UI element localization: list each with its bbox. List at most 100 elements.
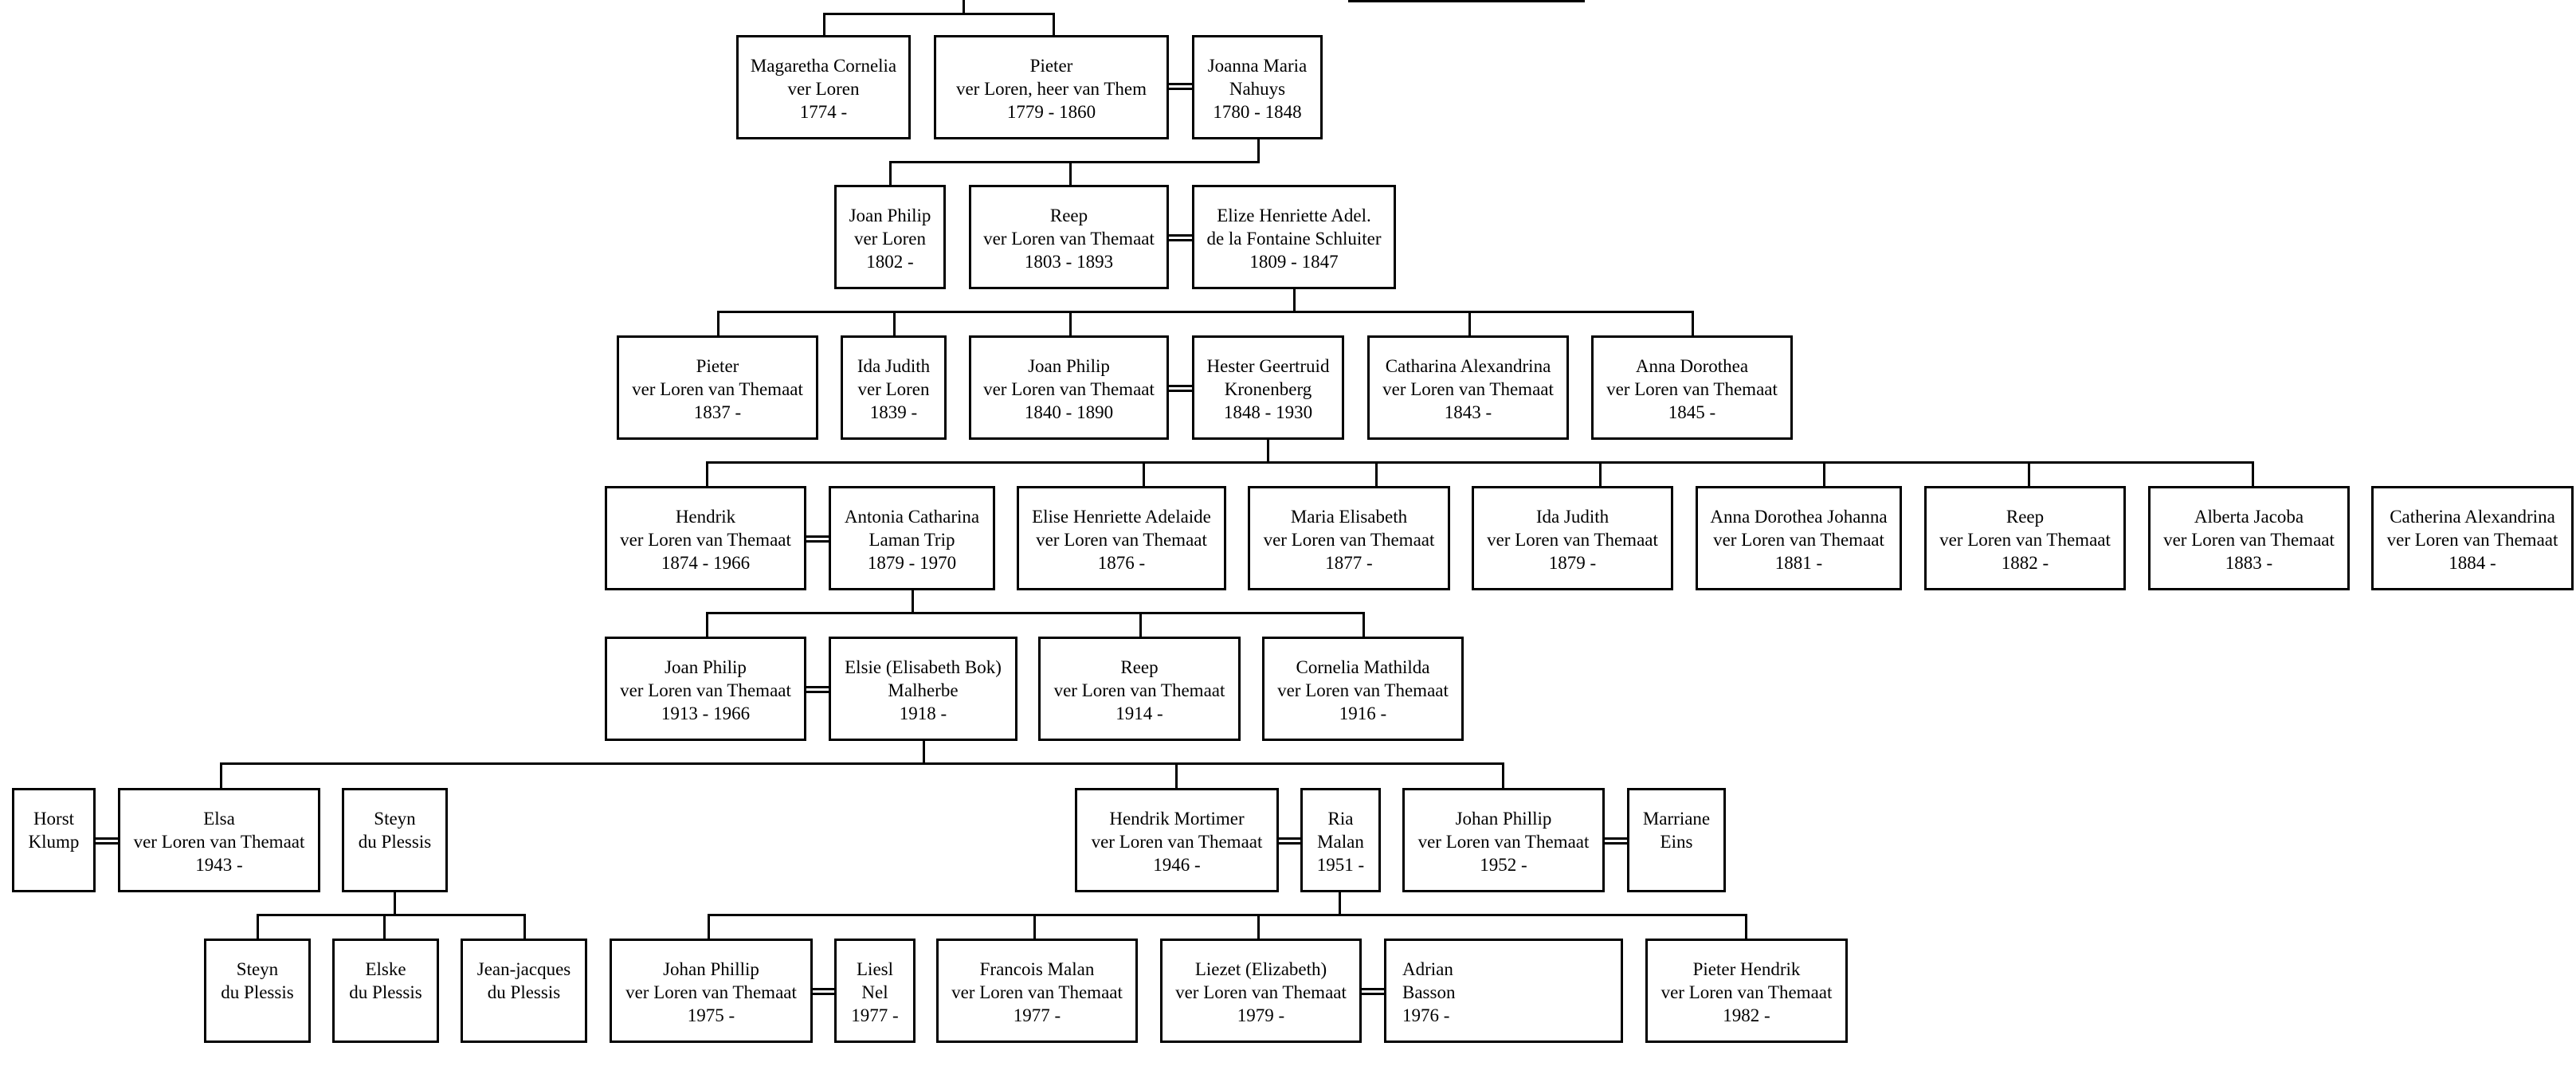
person-box[interactable]: Reep ver Loren van Themaat 1882 - xyxy=(1924,486,2126,590)
person-name: Francois Malan xyxy=(979,959,1095,979)
person-name: Steyn xyxy=(236,959,279,979)
person-surname: ver Loren, heer van Them xyxy=(955,79,1147,99)
person-box[interactable]: Pieter ver Loren van Themaat 1837 - xyxy=(617,335,818,440)
person-surname: ver Loren xyxy=(853,229,927,249)
person-name: Catharina Alexandrina xyxy=(1385,356,1551,376)
person-name: Catherina Alexandrina xyxy=(2390,507,2555,527)
person-box[interactable]: Hendrik Mortimer ver Loren van Themaat 1… xyxy=(1075,788,1279,892)
person-box[interactable]: Catharina Alexandrina ver Loren van Them… xyxy=(1367,335,1569,440)
person-box[interactable]: Anna Dorothea ver Loren van Themaat 1845… xyxy=(1591,335,1793,440)
person-box[interactable]: Francois Malan ver Loren van Themaat 197… xyxy=(936,939,1138,1043)
person-box[interactable]: Cornelia Mathilda ver Loren van Themaat … xyxy=(1262,637,1464,741)
person-name: Hendrik xyxy=(675,507,736,527)
person-box[interactable]: Maria Elisabeth ver Loren van Themaat 18… xyxy=(1248,486,1450,590)
person-name: Marriane xyxy=(1642,809,1711,829)
person-name: Ida Judith xyxy=(857,356,931,376)
person-dates: 1979 - xyxy=(1237,1005,1285,1025)
person-box[interactable]: Joanna Maria Nahuys 1780 - 1848 xyxy=(1192,35,1323,139)
person-box[interactable]: Elize Henriette Adel. de la Fontaine Sch… xyxy=(1192,185,1396,289)
person-dates: 1881 - xyxy=(1774,553,1823,573)
person-surname: ver Loren van Themaat xyxy=(620,530,791,550)
person-name: Ida Judith xyxy=(1535,507,1610,527)
person-dates: 1975 - xyxy=(687,1005,735,1025)
person-dates: 1914 - xyxy=(1115,703,1163,723)
connector-line xyxy=(889,161,1260,163)
marriage-connector xyxy=(92,837,120,845)
person-name: Cornelia Mathilda xyxy=(1296,657,1430,677)
connector-line xyxy=(1348,0,1585,2)
person-box[interactable]: Antonia Catharina Laman Trip 1879 - 1970 xyxy=(829,486,995,590)
person-surname: Malherbe xyxy=(888,680,959,700)
connector-line xyxy=(1692,311,1694,337)
person-surname: ver Loren van Themaat xyxy=(620,680,791,700)
person-surname: Eins xyxy=(1660,832,1693,852)
person-box[interactable]: Catherina Alexandrina ver Loren van Them… xyxy=(2371,486,2574,590)
person-surname: ver Loren van Themaat xyxy=(133,832,305,852)
person-dates: 1809 - 1847 xyxy=(1249,252,1339,272)
person-name: Pieter xyxy=(696,356,739,376)
person-box[interactable]: Anna Dorothea Johanna ver Loren van Them… xyxy=(1696,486,1902,590)
person-surname: ver Loren van Themaat xyxy=(1382,379,1554,399)
person-surname: ver Loren van Themaat xyxy=(1053,680,1225,700)
person-box[interactable]: Ria Malan 1951 - xyxy=(1300,788,1381,892)
person-box[interactable]: Elsie (Elisabeth Bok) Malherbe 1918 - xyxy=(829,637,1017,741)
person-dates: 1879 - xyxy=(1548,553,1597,573)
person-dates: 1843 - xyxy=(1444,402,1492,422)
person-box[interactable]: Alberta Jacoba ver Loren van Themaat 188… xyxy=(2148,486,2350,590)
person-box[interactable]: Magaretha Cornelia ver Loren 1774 - xyxy=(736,35,911,139)
person-dates: 1976 - xyxy=(1402,1005,1450,1025)
person-box[interactable]: Pieter Hendrik ver Loren van Themaat 198… xyxy=(1645,939,1848,1043)
person-dates: 1840 - 1890 xyxy=(1024,402,1114,422)
person-name: Elsa xyxy=(203,809,235,829)
person-box[interactable]: Joan Philip ver Loren van Themaat 1913 -… xyxy=(605,637,806,741)
person-box[interactable]: Johan Phillip ver Loren van Themaat 1975… xyxy=(610,939,813,1043)
person-box[interactable]: Steyn du Plessis xyxy=(342,788,448,892)
person-box[interactable]: Hester Geertruid Kronenberg 1848 - 1930 xyxy=(1192,335,1344,440)
person-box[interactable]: Elske du Plessis xyxy=(332,939,439,1043)
connector-line xyxy=(1033,914,1036,939)
person-surname: ver Loren van Themaat xyxy=(632,379,803,399)
person-box[interactable]: Ida Judith ver Loren 1839 - xyxy=(841,335,947,440)
person-box[interactable]: Jean-jacques du Plessis xyxy=(461,939,587,1043)
person-box[interactable]: Elsa ver Loren van Themaat 1943 - xyxy=(118,788,320,892)
person-dates: 1780 - 1848 xyxy=(1213,102,1302,122)
person-name: Liesl xyxy=(857,959,893,979)
person-name: Hendrik Mortimer xyxy=(1109,809,1245,829)
person-box[interactable]: Reep ver Loren van Themaat 1803 - 1893 xyxy=(969,185,1169,289)
connector-line xyxy=(706,612,708,638)
person-box[interactable]: Liesl Nel 1977 - xyxy=(834,939,916,1043)
person-surname: ver Loren van Themaat xyxy=(1175,982,1347,1002)
person-dates: 1882 - xyxy=(2001,553,2049,573)
person-box[interactable]: Steyn du Plessis xyxy=(204,939,311,1043)
person-box[interactable]: Joan Philip ver Loren van Themaat 1840 -… xyxy=(969,335,1169,440)
person-box[interactable]: Hendrik ver Loren van Themaat 1874 - 196… xyxy=(605,486,806,590)
person-box[interactable]: Adrian Basson 1976 - xyxy=(1384,939,1623,1043)
person-box[interactable]: Reep ver Loren van Themaat 1914 - xyxy=(1038,637,1241,741)
person-dates: 1951 - xyxy=(1316,855,1365,875)
person-surname: de la Fontaine Schluiter xyxy=(1206,229,1382,249)
connector-line xyxy=(706,461,2252,464)
person-dates: 1779 - 1860 xyxy=(1006,102,1096,122)
person-name: Horst xyxy=(33,809,75,829)
person-box[interactable]: Elise Henriette Adelaide ver Loren van T… xyxy=(1017,486,1226,590)
person-box[interactable]: Pieter ver Loren, heer van Them 1779 - 1… xyxy=(934,35,1169,139)
person-surname: ver Loren xyxy=(857,379,930,399)
person-name: Joan Philip xyxy=(665,657,747,677)
person-box[interactable]: Ida Judith ver Loren van Themaat 1879 - xyxy=(1472,486,1673,590)
person-box[interactable]: Johan Phillip ver Loren van Themaat 1952… xyxy=(1402,788,1605,892)
person-name: Pieter xyxy=(1029,56,1073,76)
person-name: Alberta Jacoba xyxy=(2194,507,2304,527)
connector-line xyxy=(1375,461,1378,488)
person-name: Elize Henriette Adel. xyxy=(1217,206,1371,225)
person-dates: 1883 - xyxy=(2225,553,2273,573)
person-surname: ver Loren van Themaat xyxy=(1263,530,1435,550)
person-box[interactable]: Horst Klump xyxy=(12,788,96,892)
person-box[interactable]: Joan Philip ver Loren 1802 - xyxy=(834,185,946,289)
person-box[interactable]: Liezet (Elizabeth) ver Loren van Themaat… xyxy=(1160,939,1362,1043)
person-dates: 1977 - xyxy=(851,1005,899,1025)
person-surname: du Plessis xyxy=(221,982,294,1002)
connector-line xyxy=(823,13,825,37)
person-box[interactable]: Marriane Eins xyxy=(1627,788,1726,892)
person-dates: 1982 - xyxy=(1723,1005,1770,1025)
